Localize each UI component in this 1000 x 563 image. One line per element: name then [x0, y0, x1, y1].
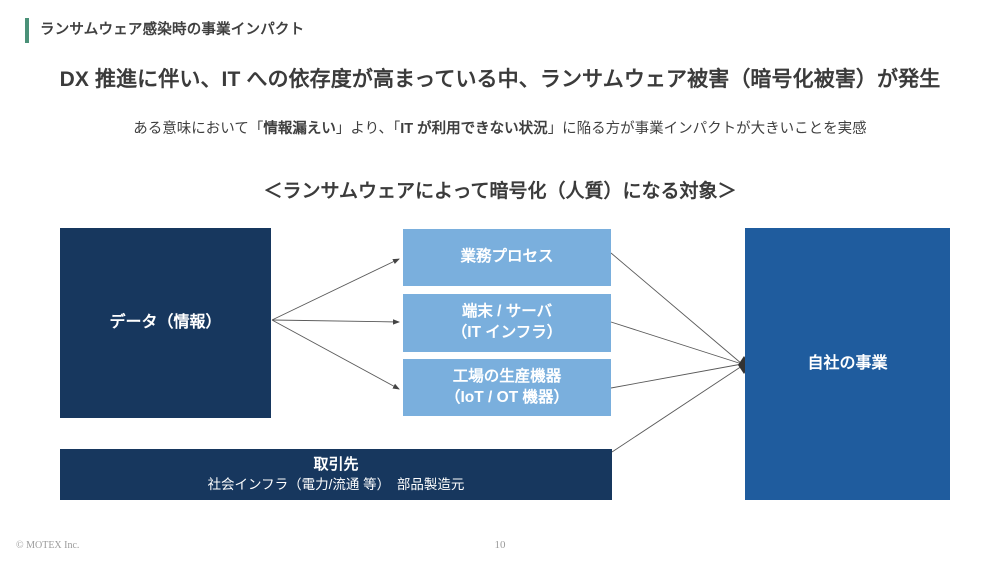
node-business-process[interactable]: 業務プロセス — [403, 229, 611, 286]
subtitle-bold-1: 情報漏えい — [263, 121, 336, 137]
connector-data-to-iot — [271, 319, 400, 390]
node-it-infrastructure[interactable]: 端末 / サーバ （IT インフラ） — [403, 294, 611, 352]
node-it-infrastructure-line2: （IT インフラ） — [451, 324, 563, 341]
node-business-partners[interactable]: 取引先 社会インフラ（電力/流通 等） 部品製造元 — [60, 449, 612, 500]
connector-partner-to-business — [611, 365, 743, 453]
node-factory-equipment-line1: 工場の生産機器 — [452, 367, 562, 385]
connector-infra-to-business — [610, 321, 743, 365]
node-business-partners-title: 取引先 — [313, 455, 359, 473]
subtitle-text: ある意味において「情報漏えい」より、「IT が利用できない状況」に陥る方が事業イ… — [0, 116, 1000, 142]
footer-page-number: 10 — [494, 539, 506, 551]
node-factory-equipment-line2: （IoT / OT 機器） — [445, 388, 569, 406]
node-business-process-label: 業務プロセス — [460, 248, 554, 266]
subtitle-part-3: 」に陥る方が事業インパクトが大きいことを実感 — [547, 121, 867, 137]
node-data-label: データ（情報） — [109, 314, 222, 332]
connector-iot-to-business — [610, 363, 743, 389]
node-own-business-label: 自社の事業 — [807, 355, 888, 373]
connector-data-to-process — [271, 258, 400, 321]
footer-copyright: © MOTEX Inc. — [16, 540, 80, 551]
subtitle-part-2: 」より、「 — [335, 121, 401, 137]
header-accent-bar — [25, 18, 29, 43]
headline-text: DX 推進に伴い、IT への依存度が高まっている中、ランサムウェア被害（暗号化被… — [59, 68, 941, 91]
connector-process-to-business — [610, 252, 743, 365]
section-title: ＜ランサムウェアによって暗号化（人質）になる対象＞ — [263, 181, 737, 202]
header-title: ランサムウェア感染時の事業インパクト — [40, 22, 305, 38]
node-business-partners-subtitle: 社会インフラ（電力/流通 等） 部品製造元 — [207, 476, 465, 492]
node-data[interactable]: データ（情報） — [60, 228, 271, 418]
node-it-infrastructure-line1: 端末 / サーバ — [461, 303, 553, 321]
connector-data-to-infra — [271, 319, 400, 325]
subtitle-part-1: ある意味において「 — [133, 121, 264, 137]
slide-header: ランサムウェア感染時の事業インパクト — [0, 0, 1000, 46]
subtitle-bold-2: IT が利用できない状況 — [400, 121, 548, 137]
node-factory-equipment[interactable]: 工場の生産機器 （IoT / OT 機器） — [403, 359, 611, 416]
node-own-business[interactable]: 自社の事業 — [745, 228, 950, 500]
